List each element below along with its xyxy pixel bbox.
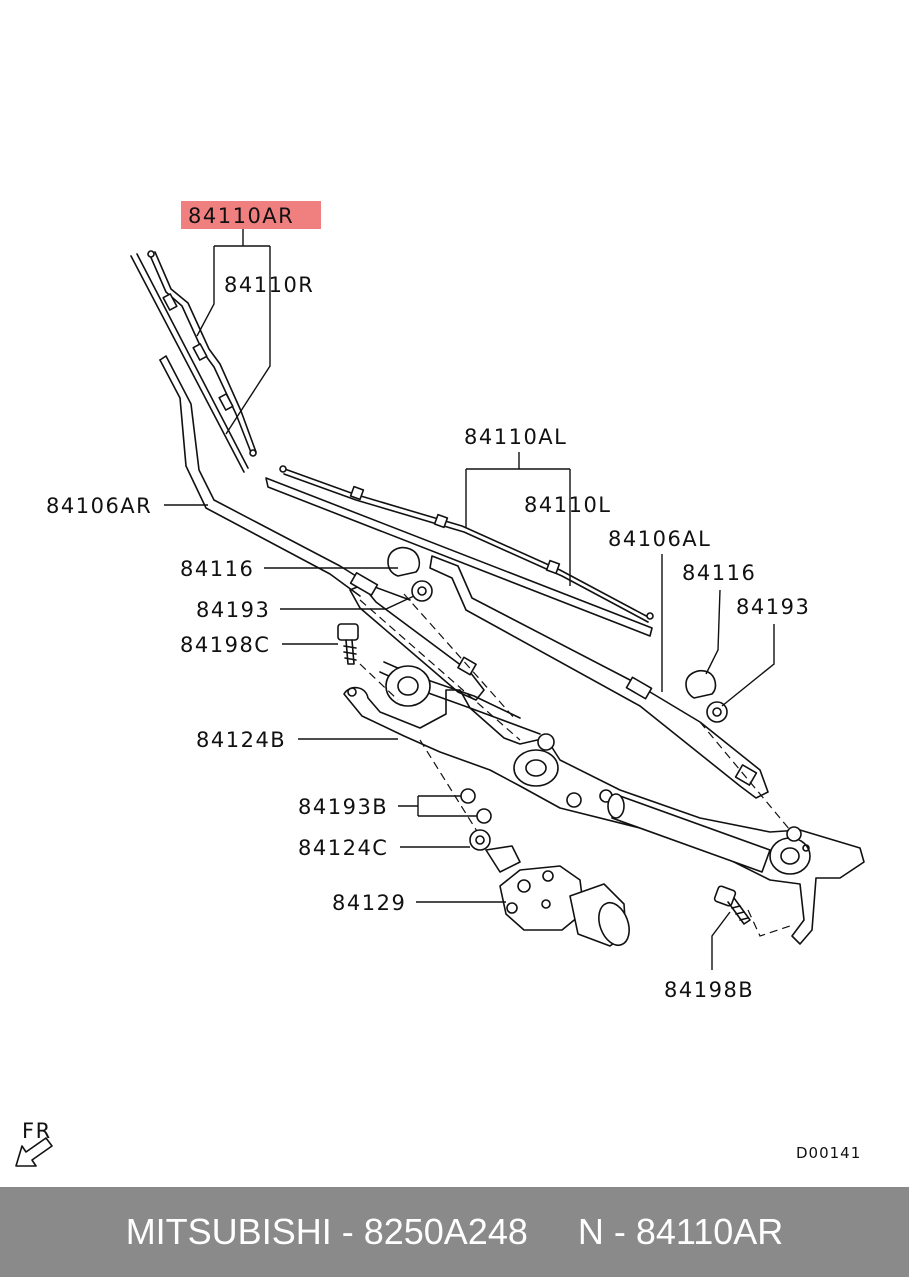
wiper-blade-right — [130, 250, 257, 473]
label-84198C[interactable]: 84198C — [180, 633, 270, 657]
pivot-cap-right — [685, 669, 717, 699]
bolt-b — [713, 885, 751, 925]
label-84129[interactable]: 84129 — [332, 891, 406, 915]
label-84110AL[interactable]: 84110AL — [464, 425, 567, 449]
label-84116-right[interactable]: 84116 — [682, 561, 756, 585]
bushing-c — [469, 829, 521, 873]
label-84110R[interactable]: 84110R — [224, 273, 314, 297]
wiper-motor — [499, 865, 630, 947]
label-84198B[interactable]: 84198B — [664, 978, 754, 1002]
highlighted-part-label[interactable]: 84110AR — [181, 201, 321, 229]
wiper-arm-left — [429, 555, 769, 799]
wiper-blade-left — [265, 465, 654, 637]
label-84193B[interactable]: 84193B — [298, 795, 388, 819]
footer-bar: MITSUBISHI - 8250A248 N - 84110AR — [0, 1187, 909, 1277]
label-84106AR[interactable]: 84106AR — [46, 494, 152, 518]
label-84193-left[interactable]: 84193 — [196, 598, 270, 622]
label-84116-left[interactable]: 84116 — [180, 557, 254, 581]
label-84124B[interactable]: 84124B — [196, 728, 286, 752]
wiper-linkage — [343, 593, 865, 945]
nut-left — [411, 580, 433, 602]
label-84110L[interactable]: 84110L — [524, 493, 612, 517]
wiper-arm-right — [159, 355, 485, 701]
diagram-code: D00141 — [796, 1144, 861, 1162]
bolt-c — [337, 623, 359, 665]
part-number-caption: MITSUBISHI - 8250A248 N - 84110AR — [125, 1211, 784, 1252]
nut-b — [460, 788, 492, 824]
label-84124C[interactable]: 84124C — [298, 836, 388, 860]
highlight-box — [181, 201, 321, 229]
pivot-cap-left — [387, 546, 421, 577]
label-84106AL[interactable]: 84106AL — [608, 527, 711, 551]
parts-diagram: 84110AR 84110R 84110AL 84110L 84106AR 84… — [15, 201, 865, 1167]
label-84110AR: 84110AR — [188, 204, 294, 228]
nut-right — [706, 701, 728, 723]
label-84193-right[interactable]: 84193 — [736, 595, 810, 619]
front-direction-arrow-icon — [15, 1137, 53, 1167]
